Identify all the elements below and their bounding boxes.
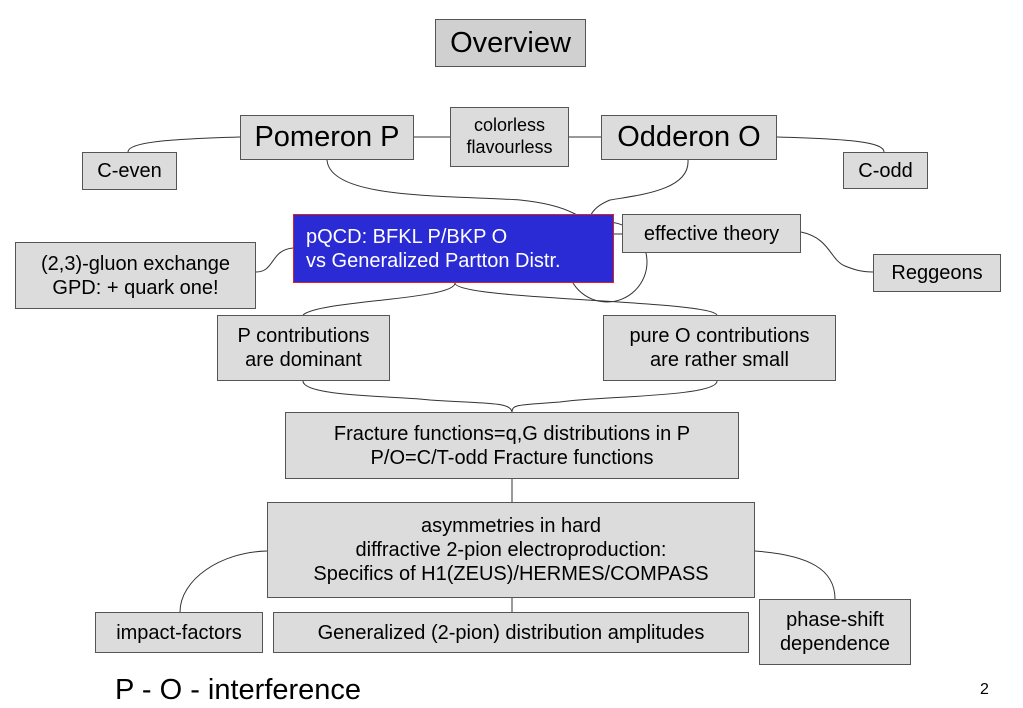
o-contributions-line-1: pure O contributions [629,325,810,347]
p-contributions-line-1: P contributions [237,325,370,347]
p-contributions-line-2: are dominant [245,349,362,371]
asymmetries-line-3: Specifics of H1(ZEUS)/HERMES/COMPASS [313,563,709,585]
line-pqcd-o-contrib [454,282,718,316]
slide-title: Overview [435,19,586,67]
line-asym-phase [754,550,836,600]
reggeons-box: Reggeons [873,254,1001,292]
asymmetries-line-2: diffractive 2-pion electroproduction: [355,539,667,561]
reggeons-label: Reggeons [891,262,983,284]
footer-title: P - O - interference [115,674,362,706]
line-gluon-pqcd [255,247,294,273]
phase-shift-box: phase-shift dependence [759,599,911,665]
gluon-exchange-line-2: GPD: + quark one! [52,276,219,299]
line-p-contrib-fracture [302,380,513,413]
odderon-box: Odderon O [601,115,777,160]
pqcd-line-2: vs Generalized Partton Distr. [306,249,561,272]
phase-shift-line-2: dependence [779,633,891,655]
odderon-label: Odderon O [617,121,761,154]
effective-theory-box: effective theory [622,214,801,253]
page-number: 2 [980,681,989,698]
pqcd-box: pQCD: BFKL P/BKP O vs Generalized Partto… [293,214,614,283]
slide-title-text: Overview [450,26,571,59]
o-contributions-line-2: are rather small [650,349,789,371]
line-c-even-pomeron [127,136,241,153]
line-asym-impact [179,550,268,613]
pomeron-label: Pomeron P [254,121,400,154]
fracture-functions-box: Fracture functions=q,G distributions in … [285,412,739,479]
impact-factors-box: impact-factors [95,612,263,653]
line-pqcd-p-contrib [302,282,456,316]
fracture-line-1: Fracture functions=q,G distributions in … [333,422,691,445]
c-odd-box: C-odd [843,152,928,189]
c-even-label: C-even [97,160,162,182]
gda-label: Generalized (2-pion) distribution amplit… [317,621,705,644]
line-o-contrib-fracture [511,380,718,413]
o-contributions-box: pure O contributions are rather small [603,315,836,381]
fracture-line-2: P/O=C/T-odd Fracture functions [370,446,654,469]
impact-factors-label: impact-factors [116,621,242,644]
colorless-box: colorless flavourless [450,107,569,167]
c-even-box: C-even [82,152,177,190]
p-contributions-box: P contributions are dominant [217,315,390,381]
colorless-line-1: colorless [473,115,546,136]
line-effective-reggeons [800,231,874,273]
gda-box: Generalized (2-pion) distribution amplit… [273,612,749,653]
c-odd-label: C-odd [858,159,913,182]
gluon-exchange-line-1: (2,3)-gluon exchange [40,252,230,275]
asymmetries-line-1: asymmetries in hard [420,515,602,537]
effective-theory-label: effective theory [643,222,780,245]
phase-shift-line-1: phase-shift [786,609,884,631]
pomeron-box: Pomeron P [240,115,414,160]
colorless-line-2: flavourless [466,137,553,157]
asymmetries-box: asymmetries in hard diffractive 2-pion e… [267,502,755,598]
gluon-exchange-box: (2,3)-gluon exchange GPD: + quark one! [15,242,256,309]
pqcd-line-1: pQCD: BFKL P/BKP O [306,225,508,248]
line-odderon-c-odd [776,136,885,153]
